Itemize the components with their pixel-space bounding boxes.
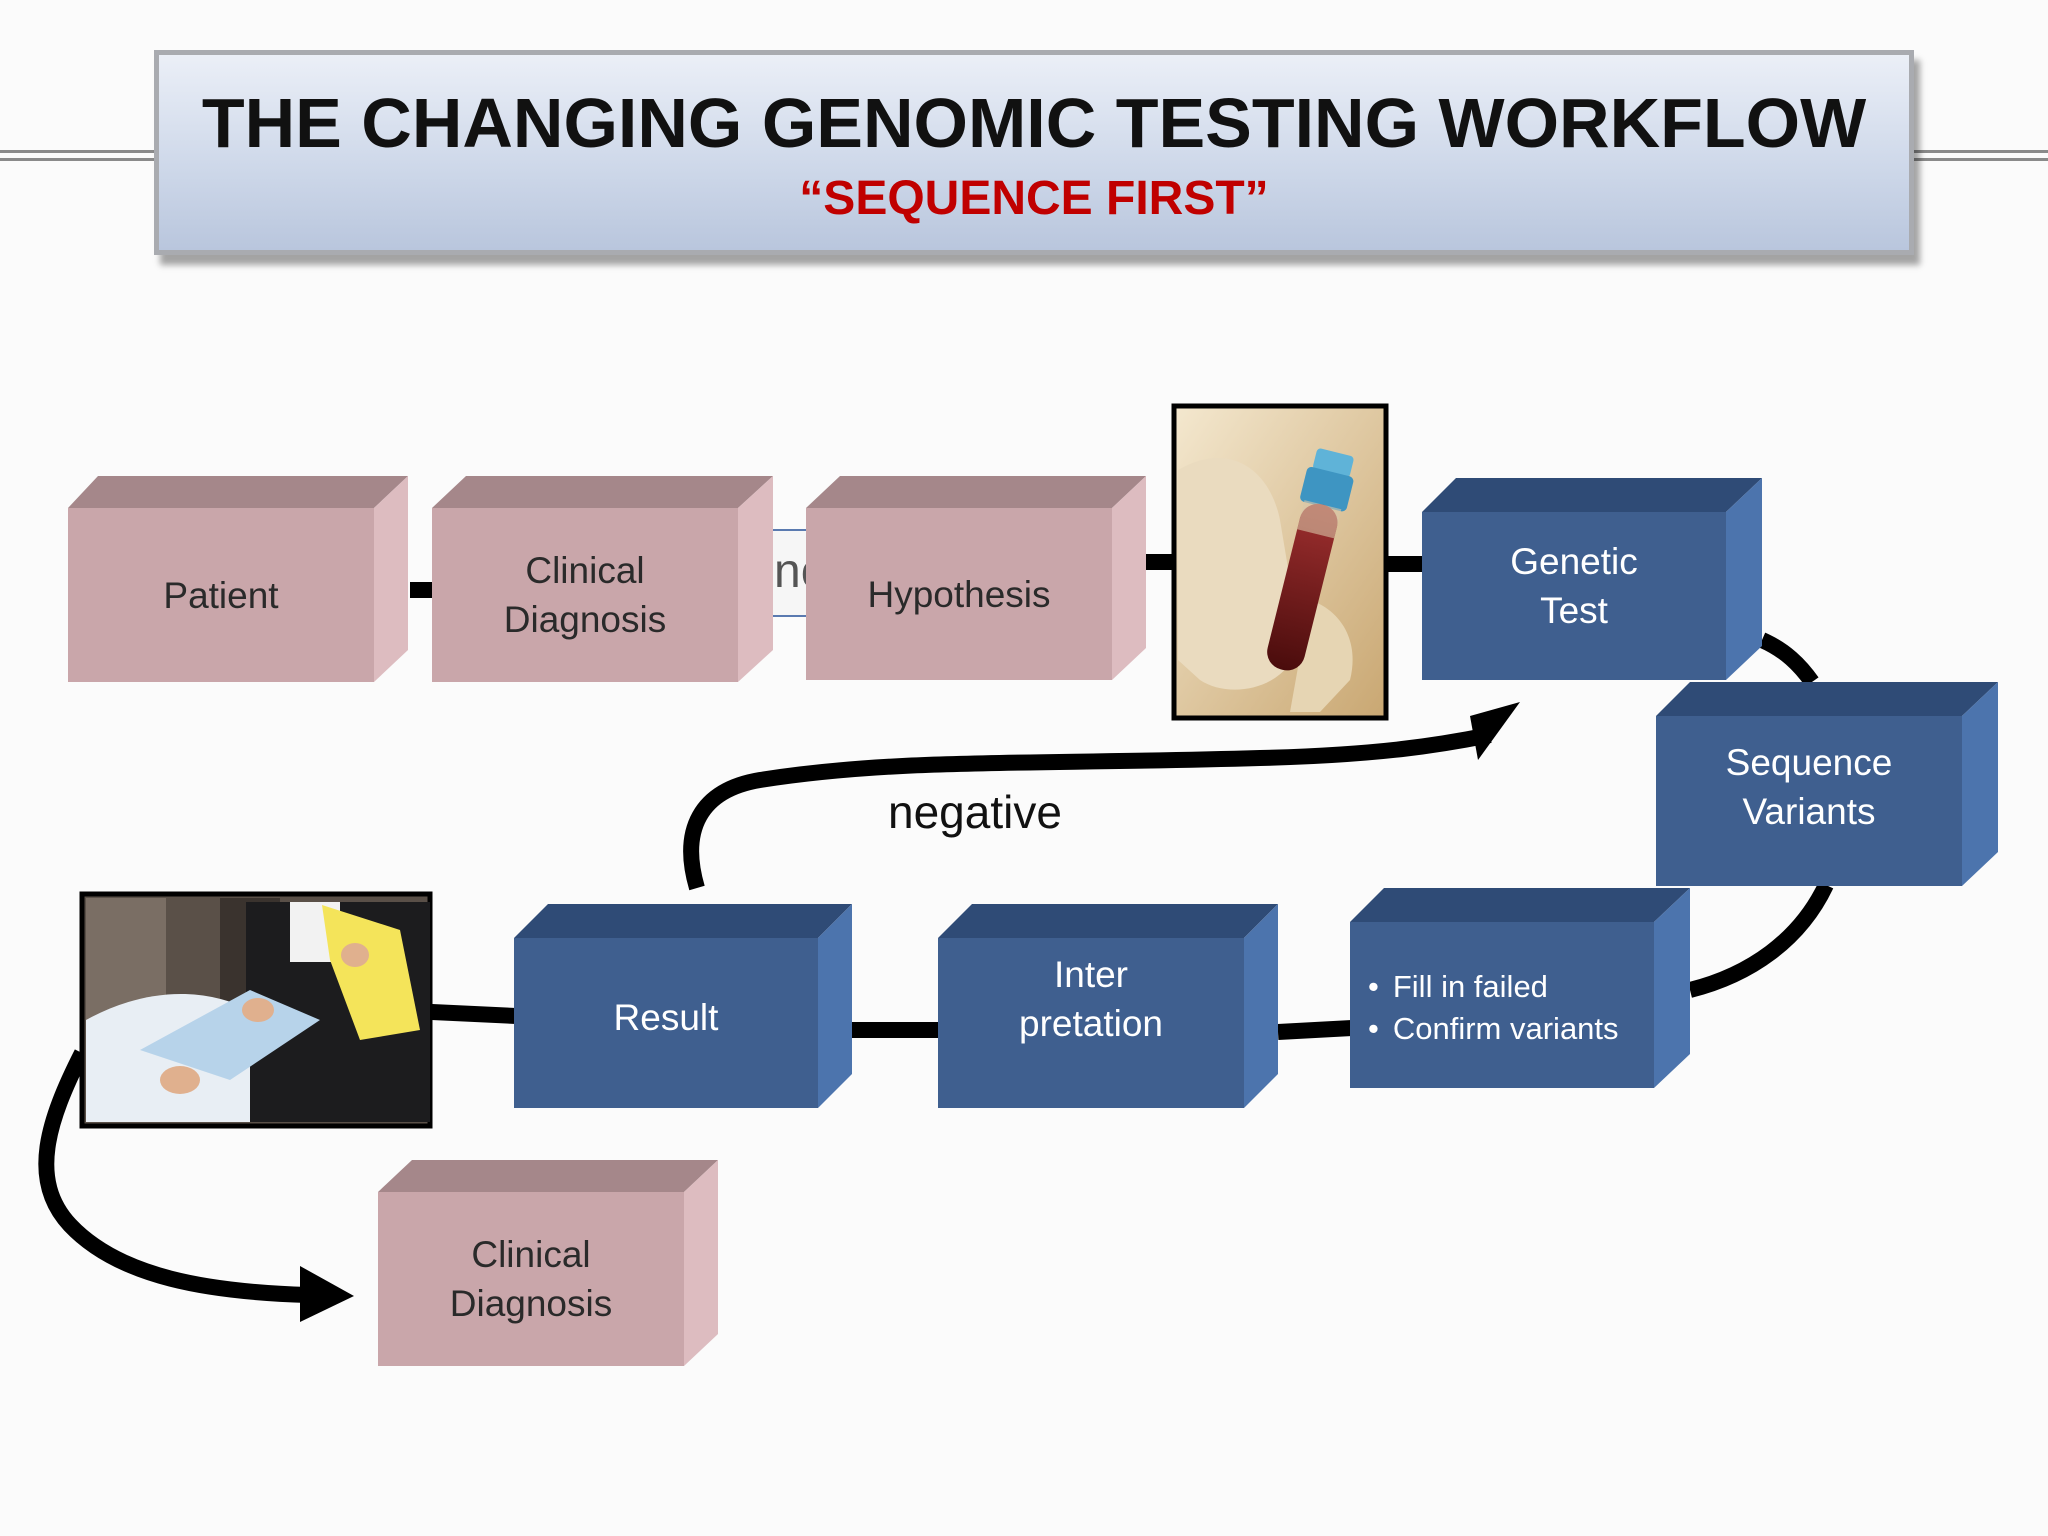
box-clinical-diagnosis-top — [432, 476, 773, 682]
box-sequence-variants — [1656, 682, 1998, 886]
fill-in-list: Fill in failed Confirm variants — [1368, 966, 1619, 1050]
confirm-variants-item: Confirm variants — [1368, 1008, 1619, 1050]
connector-genetic-sequence — [1758, 632, 1819, 687]
interpretation-label: Inter pretation — [1019, 954, 1163, 1044]
title-rule-left-2 — [0, 158, 156, 161]
blood-tube-photo — [1171, 403, 1389, 721]
genetic-test-label: Genetic Test — [1510, 541, 1638, 631]
box-interpretation — [938, 904, 1278, 1108]
connector-fillin-interpretation — [1277, 1020, 1353, 1040]
slide-title: THE CHANGING GENOMIC TESTING WORKFLOW — [201, 84, 1867, 162]
title-rule-right-2 — [1912, 158, 2048, 161]
connector-sequence-fillin — [1688, 881, 1834, 998]
return-arrow — [38, 1049, 354, 1322]
hidden-partial-label: nc — [774, 545, 806, 598]
clinical-diagnosis-top-label: Clinical Diagnosis — [503, 550, 667, 640]
box-clinical-diagnosis-bottom — [378, 1160, 718, 1366]
hidden-partial-box — [769, 529, 811, 617]
box-genetic-test — [1422, 478, 1762, 680]
result-label: Result — [613, 996, 719, 1038]
connector-result-photo — [431, 1004, 517, 1024]
box-hypothesis — [806, 476, 1146, 680]
title-banner: THE CHANGING GENOMIC TESTING WORKFLOW “S… — [154, 50, 1914, 255]
fill-in-failed-item: Fill in failed — [1368, 966, 1619, 1008]
negative-arrow — [683, 702, 1520, 891]
slide-subtitle: “SEQUENCE FIRST” — [799, 172, 1269, 225]
patient-label: Patient — [163, 574, 279, 616]
title-rule-right — [1912, 150, 2048, 153]
box-patient — [68, 476, 408, 682]
connector-lines — [410, 554, 1834, 1040]
hypothesis-label: Hypothesis — [867, 573, 1051, 615]
sequence-variants-label: Sequence Variants — [1725, 742, 1893, 832]
clinical-diagnosis-bottom-label: Clinical Diagnosis — [449, 1234, 613, 1324]
box-result — [514, 904, 852, 1108]
consultation-photo — [79, 891, 433, 1129]
negative-label: negative — [888, 786, 1062, 838]
title-rule-left — [0, 150, 156, 153]
